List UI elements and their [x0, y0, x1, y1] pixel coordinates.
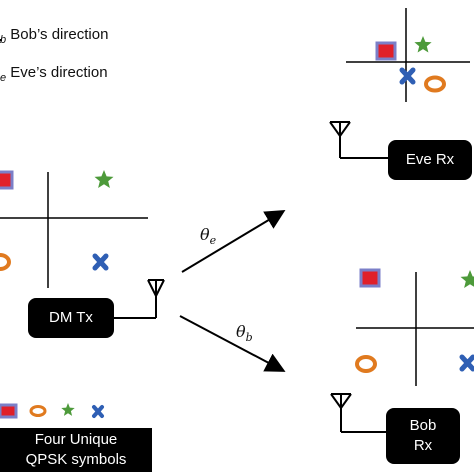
eve-star-icon	[414, 36, 432, 53]
eve-direction-arrow	[181, 209, 286, 273]
eve-circle-icon	[424, 75, 446, 93]
bob-star-icon	[460, 270, 474, 288]
eve-antenna-icon	[329, 121, 388, 159]
tx-antenna-icon	[114, 279, 165, 319]
bob-circle-icon	[355, 355, 377, 373]
bob-antenna-icon	[330, 393, 386, 433]
bob-direction-arrow	[179, 315, 286, 372]
eve-rx-label: Eve Rx	[405, 151, 455, 168]
strip-circle-icon	[29, 405, 47, 417]
bob-rx-label-line2: Rx	[413, 437, 433, 454]
tx-circle-icon	[0, 253, 11, 271]
caption-line1: Four Unique	[34, 431, 118, 448]
theta-e-subscript: e	[209, 234, 217, 248]
tx-cross-icon	[92, 253, 109, 271]
legend-bob-subscript: b	[0, 34, 7, 46]
symbol-strip	[0, 403, 104, 419]
bob-square-icon	[359, 268, 381, 288]
bob-rx-box: Bob Rx	[386, 408, 460, 464]
bob-cross-icon	[459, 354, 474, 372]
legend-eve-subscript: e	[0, 72, 7, 84]
qpsk-caption: Four Unique QPSK symbols	[0, 428, 152, 472]
strip-cross-icon	[92, 405, 104, 418]
tx-constellation	[0, 170, 148, 288]
strip-star-icon	[61, 403, 75, 416]
tx-square-icon	[0, 170, 14, 190]
eve-rx-box: Eve Rx	[388, 140, 472, 180]
eve-cross-icon	[399, 67, 416, 85]
dm-tx-label: DM Tx	[49, 309, 93, 326]
legend-bob-text: Bob’s direction	[10, 26, 109, 43]
bob-constellation	[355, 268, 474, 386]
theta-b-subscript: b	[245, 331, 253, 345]
theta-e-label: θe	[200, 225, 217, 248]
legend-bob: b Bob’s direction	[0, 26, 109, 46]
eve-square-icon	[375, 41, 397, 61]
dm-tx-box: DM Tx	[28, 298, 114, 338]
strip-square-icon	[0, 403, 18, 419]
caption-line2: QPSK symbols	[25, 451, 127, 468]
legend-eve-text: Eve’s direction	[10, 64, 108, 81]
theta-b-label: θb	[236, 322, 253, 345]
tx-star-icon	[94, 170, 114, 188]
eve-constellation	[346, 8, 470, 102]
legend-eve: e Eve’s direction	[0, 64, 108, 84]
bob-rx-label-line1: Bob	[409, 417, 437, 434]
